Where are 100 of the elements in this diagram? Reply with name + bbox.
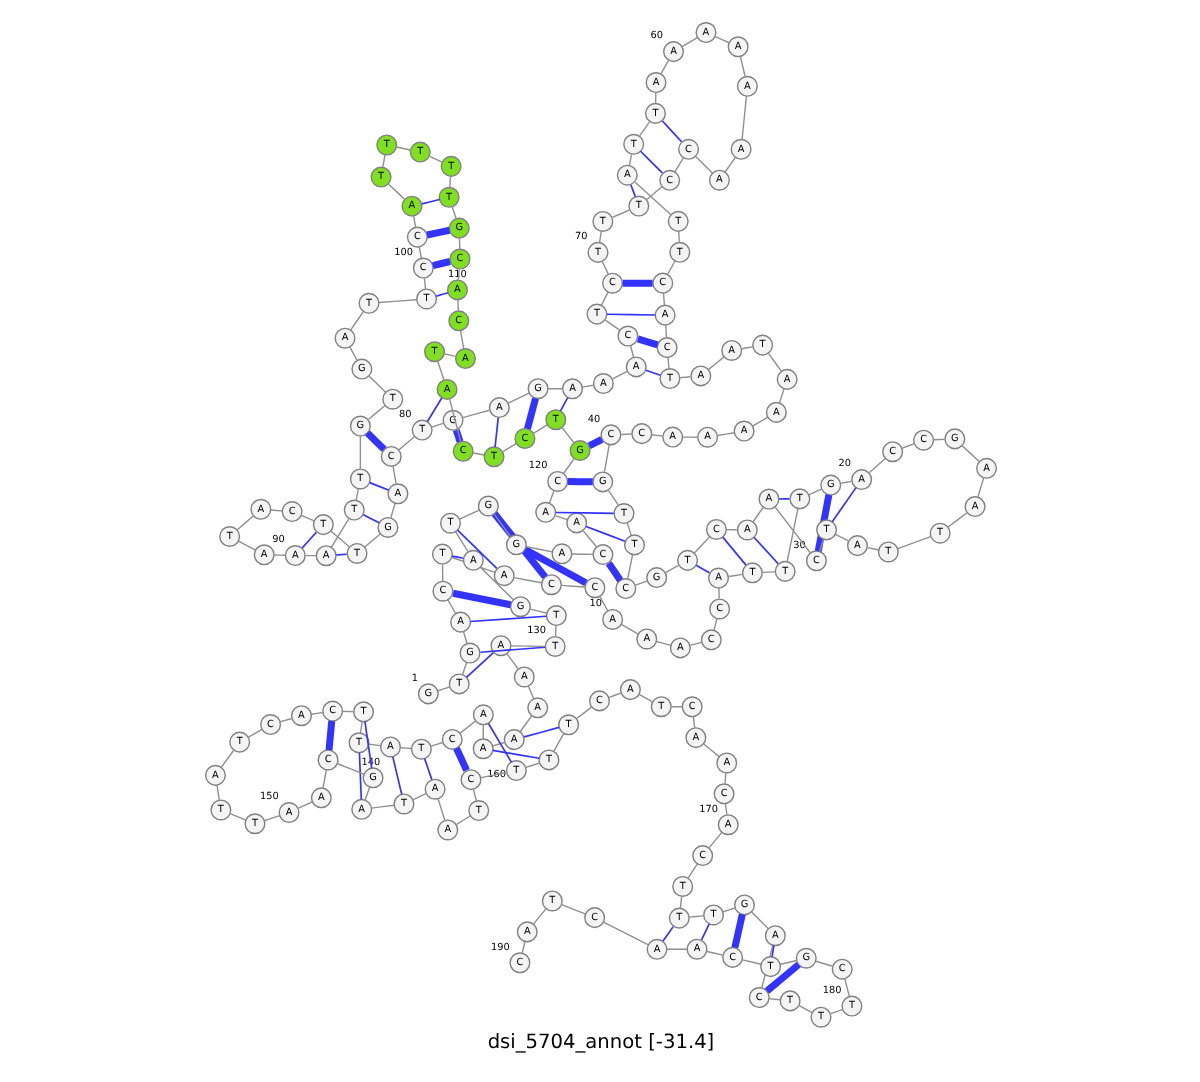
connector [584,525,625,543]
connector [626,553,633,580]
connector [363,720,372,769]
connector [686,863,697,879]
connector [228,813,246,821]
connector [329,530,349,548]
connector [723,157,735,173]
connector [357,751,362,801]
connector [773,506,810,554]
connector [726,573,743,578]
connector [605,313,655,316]
connector [644,369,661,377]
connector [450,556,495,574]
connector [900,443,914,449]
connector [236,540,255,551]
connector [457,509,479,520]
connector [610,209,630,219]
connector [691,715,695,729]
connector [366,404,385,420]
connector [471,788,476,802]
connector [394,146,410,151]
connector [436,360,444,381]
connector [454,815,470,826]
connector [335,763,364,775]
connector [452,746,469,772]
connector [629,184,636,198]
connector [660,120,682,143]
connector [807,488,822,496]
connector [560,426,574,444]
connector [721,536,746,566]
connector [817,538,824,552]
connector [417,246,422,259]
connector [528,608,547,614]
connector [829,1008,843,1015]
connector [431,258,450,270]
connector [506,392,529,404]
connector [434,291,448,297]
connector [461,409,490,419]
connector [358,435,361,470]
connector [397,436,415,451]
connector [867,457,885,474]
connector [436,797,445,822]
connector [454,531,468,553]
connector [621,279,652,287]
connector [486,722,512,763]
connector [531,908,546,925]
connector [493,416,499,448]
connector [763,961,800,994]
connector [694,564,710,574]
connector [570,553,593,556]
connector [526,685,534,700]
connector [688,641,702,647]
connector [348,311,363,331]
connector [386,183,405,201]
connector [215,784,219,801]
connector [524,545,552,553]
connector [680,436,698,438]
connector [701,743,719,758]
connector [512,576,542,584]
connector [659,59,669,75]
connector [834,533,849,542]
connector [707,831,722,849]
connector [524,762,539,769]
connector [664,324,667,339]
connector [369,804,394,809]
connector [604,561,623,583]
connector [450,555,464,560]
connector [278,717,292,723]
connector [946,512,967,528]
connector [348,346,357,361]
connector [760,944,773,989]
connector [740,95,747,140]
connector [715,432,735,437]
connector [478,646,546,654]
connector [522,546,587,586]
connector [692,536,709,554]
connector [398,747,411,750]
connector [960,445,979,463]
connector [559,584,585,588]
connector [777,498,790,500]
connector [607,692,621,699]
connector [422,758,432,781]
connector [712,617,717,631]
connector [761,571,775,574]
connector [778,959,797,965]
connector [740,346,753,350]
connector [367,481,389,491]
connector [633,181,671,216]
connector [490,511,547,580]
connector [677,230,679,243]
connector [678,895,682,909]
connector [896,535,931,550]
diagram-title: dsi_5704_annot [-31.4] [486,1032,714,1055]
connector [363,533,380,548]
connector [553,515,567,521]
connector [531,424,547,435]
connector [813,494,832,552]
connector [446,599,456,614]
connector [522,726,559,738]
connector [717,587,719,600]
